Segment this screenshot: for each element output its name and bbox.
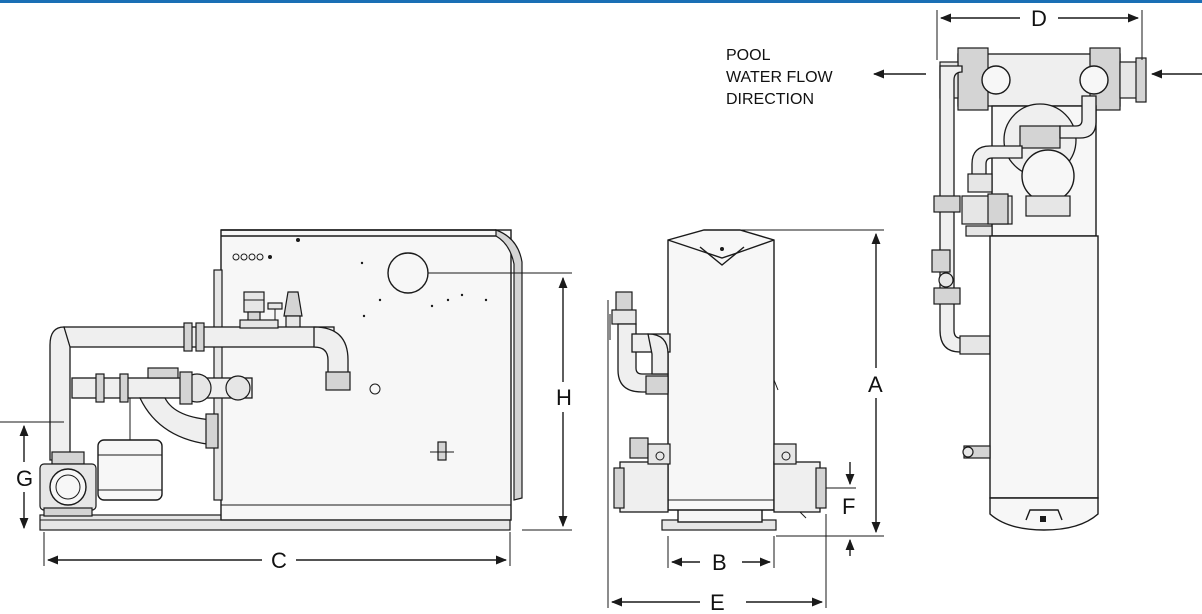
flow-direction-label-line3: DIRECTION [726,91,814,108]
flow-direction-label-line2: WATER FLOW [726,69,834,86]
flow-direction-label-line1: POOL [726,47,771,64]
relief-valve-icon [283,291,303,329]
dimension-label-e: E [710,590,725,614]
pressure-gauge-icon [243,291,265,323]
dimension-label-c: C [271,548,287,573]
pump [39,451,97,517]
flue-opening [387,252,429,294]
control-indicators [232,238,300,261]
top-view: D POOL WATER FLOW DIRECTION [726,6,1202,531]
top-accent-bar [0,0,1202,3]
front-view: H G C [0,229,572,573]
side-view: A F B E [607,229,884,614]
dimension-label-g: G [16,466,33,491]
dimension-label-d: D [1031,6,1047,31]
dimension-label-a: A [868,372,883,397]
dimension-label-b: B [712,550,727,575]
dimension-label-f: F [842,494,855,519]
dimension-label-h: H [556,385,572,410]
expansion-tank [97,439,163,501]
